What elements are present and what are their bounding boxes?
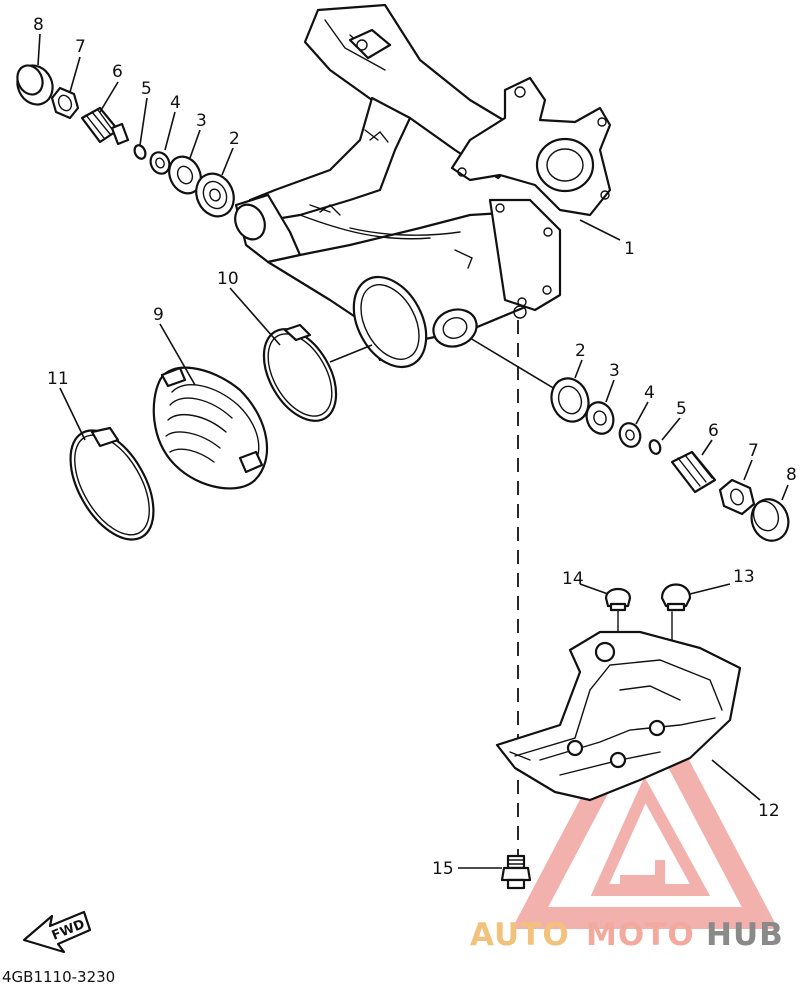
part-14-cap xyxy=(604,587,632,612)
part-8-cap-left xyxy=(16,64,54,106)
part-15-bolt xyxy=(500,854,532,890)
swingarm xyxy=(234,3,612,369)
watermark-word-hub: HUB xyxy=(706,917,784,953)
part-6-pivot-bolt-right xyxy=(670,450,717,494)
part-8-cap-right xyxy=(750,498,790,542)
watermark-text: AUTO MOTO HUB xyxy=(470,917,784,953)
watermark-logo xyxy=(511,676,779,929)
part-2-bearing-left xyxy=(195,172,235,218)
part-2-bearing-right xyxy=(550,377,590,423)
watermark-word-moto: MOTO xyxy=(586,917,695,953)
part-4-collar-left xyxy=(149,151,171,175)
callout-5-right: 5 xyxy=(676,399,687,419)
callout-8-left: 8 xyxy=(33,15,44,35)
part-7-nut-right xyxy=(718,478,756,516)
fwd-arrow: FWD xyxy=(22,910,92,954)
watermark-word-auto: AUTO xyxy=(470,917,570,953)
callout-4-left: 4 xyxy=(170,93,181,113)
callout-3-left: 3 xyxy=(196,111,207,131)
callout-5-left: 5 xyxy=(141,79,152,99)
part-4-collar-right xyxy=(618,422,642,448)
callout-11: 11 xyxy=(47,369,69,389)
callout-2-right: 2 xyxy=(575,341,586,361)
callout-13: 13 xyxy=(733,567,755,587)
part-12-chain-guard xyxy=(495,630,742,802)
callout-14: 14 xyxy=(562,569,584,589)
callout-12: 12 xyxy=(758,801,780,821)
part-11-clamp xyxy=(69,426,155,541)
part-9-boot xyxy=(152,366,269,490)
callout-7-left: 7 xyxy=(75,37,86,57)
axis-line xyxy=(469,337,561,393)
part-5-oring-right xyxy=(648,439,662,455)
callout-10: 10 xyxy=(217,269,239,289)
diagram-code: 4GB1110-3230 xyxy=(2,968,115,986)
leader-lines xyxy=(37,33,789,869)
part-7-nut-left xyxy=(50,86,80,120)
boot-axis-line xyxy=(329,344,373,363)
callout-6-left: 6 xyxy=(112,62,123,82)
callout-15: 15 xyxy=(432,859,454,879)
part-13-cap xyxy=(660,583,692,612)
part-10-clamp xyxy=(262,323,338,422)
part-3-seal-left xyxy=(168,155,202,195)
callout-3-right: 3 xyxy=(609,361,620,381)
callout-2-left: 2 xyxy=(229,129,240,149)
callout-7-right: 7 xyxy=(748,441,759,461)
callout-9: 9 xyxy=(153,305,164,325)
callouts: 8 7 6 5 4 3 2 1 10 9 11 2 3 4 5 6 7 8 14… xyxy=(33,15,797,879)
callout-6-right: 6 xyxy=(708,421,719,441)
callout-8-right: 8 xyxy=(786,465,797,485)
part-3-seal-right xyxy=(585,401,615,435)
callout-4-right: 4 xyxy=(644,383,655,403)
part-6-pivot-bolt-left xyxy=(80,106,130,146)
callout-1: 1 xyxy=(624,239,635,259)
part-5-oring-left xyxy=(133,144,147,160)
